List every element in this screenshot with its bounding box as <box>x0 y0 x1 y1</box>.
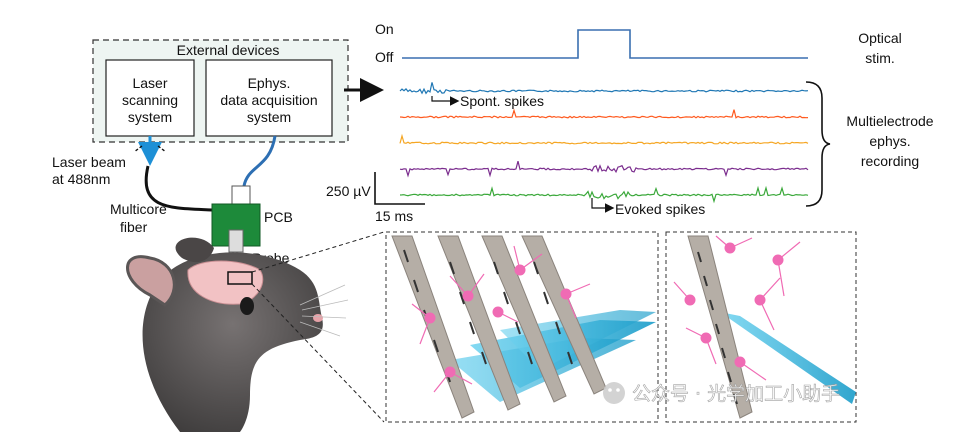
optical-stim-trace <box>402 29 808 59</box>
stim-on-label: On <box>375 21 394 37</box>
ephys-trace-4 <box>399 161 809 178</box>
ephys-system-line-2: data acquisition <box>220 92 317 108</box>
mouse-eye <box>240 297 254 315</box>
zoom-line-top <box>251 231 385 273</box>
implant-site <box>227 271 253 285</box>
light-sheet-single <box>720 312 856 404</box>
recording-bracket <box>805 81 831 207</box>
electrode-pads-single <box>697 251 738 405</box>
scale-time-label: 15 ms <box>375 208 413 224</box>
spont-spikes-label: Spont. spikes <box>460 93 544 109</box>
ephys-system-box <box>205 59 333 137</box>
mouse-nose <box>313 314 323 322</box>
shank-2 <box>437 235 521 411</box>
connector <box>231 185 251 207</box>
shank-3 <box>481 235 567 403</box>
recording-label-1: Multielectrode <box>846 113 933 129</box>
recording-label-2: ephys. <box>869 133 910 149</box>
mouse-whiskers <box>299 284 349 337</box>
pcb-label: PCB <box>264 209 293 225</box>
mouse-head <box>142 252 323 432</box>
laser-system-line-2: scanning <box>122 92 178 108</box>
ephys-trace-1 <box>399 82 809 95</box>
watermark-text: 公众号 · 光学加工小助手 <box>632 383 840 405</box>
laser-beam-label-1: Laser beam <box>52 154 126 170</box>
stim-off-label: Off <box>375 49 394 65</box>
shank-single <box>687 235 753 419</box>
ephys-system-line-1: Ephys. <box>248 75 291 91</box>
wechat-icon <box>603 382 625 404</box>
optical-stim-label-1: Optical <box>858 30 902 46</box>
ephys-trace-2 <box>399 108 809 119</box>
mouse-illustration <box>126 237 349 432</box>
evoked-spikes-label: Evoked spikes <box>615 201 705 217</box>
evoked-spikes-arrow <box>591 198 615 213</box>
laser-system-line-3: system <box>128 109 172 125</box>
laser-system-line-1: Laser <box>132 75 167 91</box>
zoom-line-bottom <box>251 283 385 423</box>
inset-multishank <box>385 231 659 423</box>
fiber-label-2: fiber <box>120 219 148 235</box>
neurons-cluster-1 <box>411 245 591 393</box>
probe-head <box>228 229 244 253</box>
watermark: 公众号 · 光学加工小助手 <box>603 382 840 405</box>
mouse-ear-right <box>175 237 214 263</box>
laser-beam-label-2: at 488nm <box>52 171 110 187</box>
external-devices-title: External devices <box>177 42 280 58</box>
ephys-trace-5 <box>399 185 809 204</box>
laser-system-box <box>105 59 195 137</box>
optical-stim-label-2: stim. <box>865 50 895 66</box>
inset-single-shank <box>665 231 857 423</box>
ephys-system-line-3: system <box>247 109 291 125</box>
external-devices-group: External devices Laser scanning system E… <box>92 39 349 143</box>
spont-spikes-arrow <box>431 96 460 106</box>
neurons-cluster-2 <box>673 235 801 381</box>
mouse-ear-left <box>126 255 176 307</box>
fiber-label-1: Multicore <box>110 201 167 217</box>
scale-bar <box>374 172 425 205</box>
laser-beam-divergence <box>133 145 167 153</box>
recording-label-3: recording <box>861 153 919 169</box>
ephys-traces-group <box>399 82 809 204</box>
electrode-pads-1 <box>403 249 573 383</box>
scale-voltage-label: 250 µV <box>326 183 371 199</box>
ephys-cable <box>242 135 277 187</box>
ephys-trace-3 <box>399 133 809 145</box>
